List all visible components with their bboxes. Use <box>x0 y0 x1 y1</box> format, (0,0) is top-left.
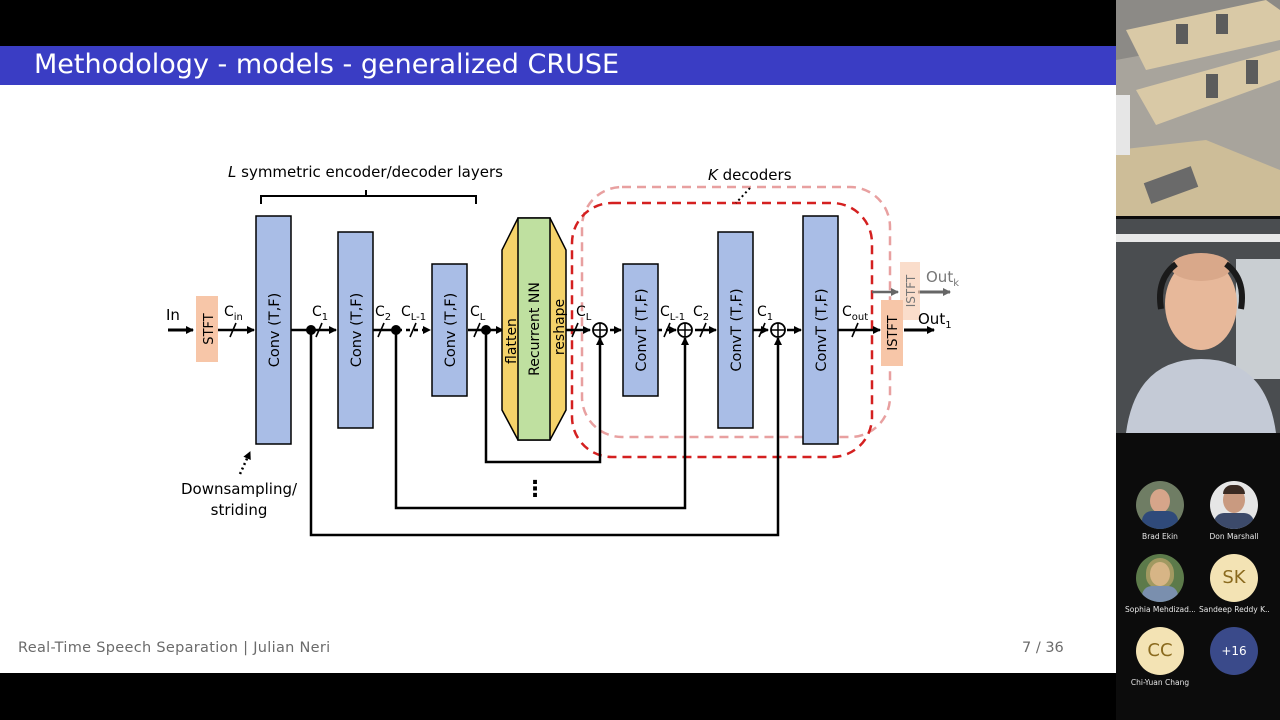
skip-connection-2 <box>394 330 689 510</box>
channel-label-c2: C2 <box>375 304 391 323</box>
junction-cl <box>481 325 491 335</box>
k-decoders-label: K decoders <box>708 166 792 184</box>
output-k-label: Outk <box>926 268 959 289</box>
input-label: In <box>166 306 180 324</box>
downsampling-pointer <box>238 451 252 475</box>
stft-label: STFT <box>202 313 217 344</box>
layers-brace <box>260 190 477 204</box>
more-participants-button[interactable]: +16 <box>1199 627 1269 675</box>
avatar <box>1136 481 1184 529</box>
downsampling-label-2: striding <box>211 501 268 519</box>
junction-c2 <box>391 325 401 335</box>
stft-block <box>196 296 218 362</box>
decoder-convt-2 <box>717 231 754 429</box>
brace-label: L symmetric encoder/decoder layers <box>228 163 503 181</box>
slide-header-bar: Methodology - models - generalized CRUSE <box>0 46 1116 85</box>
cruse-diagram: L symmetric encoder/decoder layers K dec… <box>166 163 959 537</box>
encoder-conv-2-label: Conv (T,F) <box>349 293 365 368</box>
junction-c1 <box>306 325 316 335</box>
participant-name: Brad Ekin <box>1142 532 1178 541</box>
k-decoders-pointer <box>735 187 751 204</box>
participant-name: Sophia Mehdizad... <box>1125 605 1195 614</box>
slide-title: Methodology - models - generalized CRUSE <box>34 49 620 80</box>
recurrent-nn-block <box>517 217 551 441</box>
avatar-initials: CC <box>1136 627 1184 675</box>
slide-page-number: 7 / 36 <box>1022 640 1064 656</box>
channel-label-c1: C1 <box>312 304 328 323</box>
participant-tile-4[interactable]: SK Sandeep Reddy K... <box>1199 554 1269 614</box>
istft-block <box>881 300 903 366</box>
avatar <box>1136 554 1184 602</box>
reshape-label: reshape <box>552 299 568 355</box>
channel-label-c1-dec: C1 <box>757 304 773 323</box>
participant-tile-5[interactable]: CC Chi-Yuan Chang <box>1125 627 1195 687</box>
decoder-convt-1-label: ConvT (T,F) <box>634 288 650 371</box>
more-participants-count: +16 <box>1210 627 1258 675</box>
participant-tile-1[interactable]: Brad Ekin <box>1125 481 1195 541</box>
presentation-slide: Methodology - models - generalized CRUSE… <box>0 46 1116 673</box>
participant-name: Chi-Yuan Chang <box>1130 678 1190 687</box>
channel-label-cl1-dec: CL-1 <box>660 304 685 323</box>
participant-name: Don Marshall <box>1209 532 1259 541</box>
decoder-convt-3 <box>802 215 839 445</box>
flatten-label: flatten <box>504 318 520 364</box>
participant-tile-3[interactable]: Sophia Mehdizad... <box>1125 554 1195 614</box>
classroom-scene <box>1116 0 1280 216</box>
channel-label-c2-dec: C2 <box>693 304 709 323</box>
encoder-conv-1 <box>255 215 292 445</box>
encoder-conv-l-label: Conv (T,F) <box>443 293 459 368</box>
channel-label-cl1: CL-1 <box>401 304 426 323</box>
skip-ellipsis: ⋮ <box>524 477 546 502</box>
istft-label: ISTFT <box>886 315 901 350</box>
skip-connection-1 <box>309 330 782 537</box>
channel-label-cout: Cout <box>842 304 868 323</box>
output-1-label: Out1 <box>918 310 952 331</box>
rnn-label: Recurrent NN <box>527 282 543 376</box>
classroom-video-feed[interactable] <box>1116 0 1280 216</box>
decoder-convt-1 <box>622 263 659 397</box>
encoder-conv-2 <box>337 231 374 429</box>
encoder-conv-1-label: Conv (T,F) <box>267 293 283 368</box>
channel-label-cl: CL <box>470 304 486 323</box>
istft-k-label: ISTFT <box>904 274 918 307</box>
skip-connection-l <box>484 330 604 464</box>
channel-label-cl-dec: CL <box>576 304 592 323</box>
slide-footer-author: Real-Time Speech Separation | Julian Ner… <box>18 640 331 656</box>
speaker-video-feed[interactable] <box>1116 219 1280 433</box>
participant-tile-2[interactable]: Don Marshall <box>1199 481 1269 541</box>
channel-label-cin: Cin <box>224 304 243 323</box>
video-call-panel: Brad Ekin Don Marshall Sophia Mehdizad..… <box>1116 0 1280 720</box>
avatar <box>1210 481 1258 529</box>
encoder-conv-l <box>431 263 468 397</box>
decoder-convt-3-label: ConvT (T,F) <box>814 288 830 371</box>
istft-k-block <box>900 262 920 320</box>
downsampling-label-1: Downsampling/ <box>181 480 298 498</box>
speaker-scene <box>1116 219 1280 433</box>
avatar-initials: SK <box>1210 554 1258 602</box>
participant-name: Sandeep Reddy K... <box>1199 605 1269 614</box>
decoder-convt-2-label: ConvT (T,F) <box>729 288 745 371</box>
